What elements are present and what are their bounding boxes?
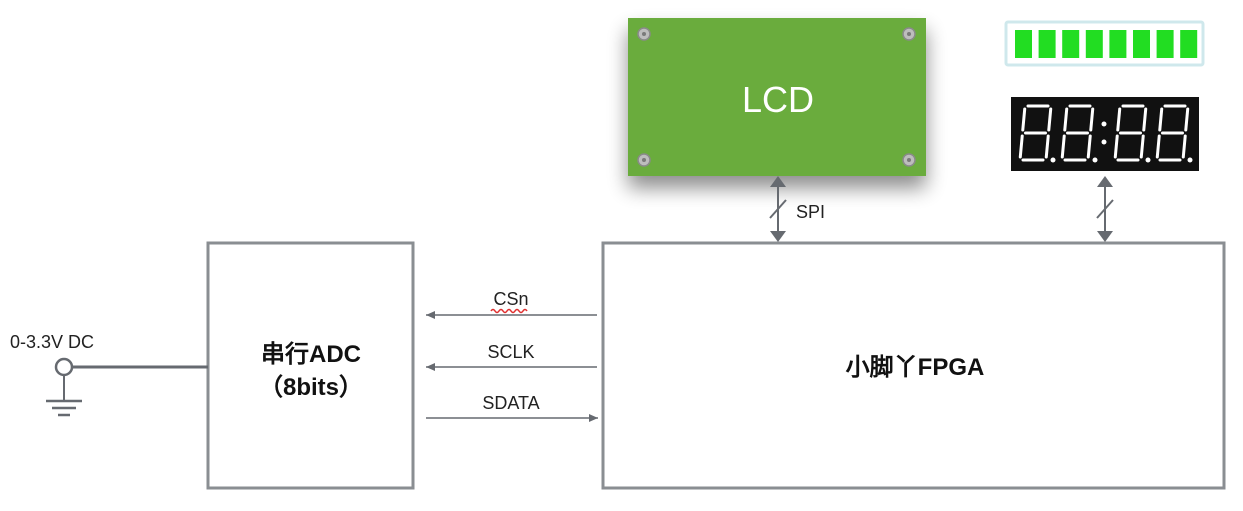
seven-seg-colon xyxy=(1101,139,1107,145)
seven-seg-segment xyxy=(1060,134,1066,159)
sdata-label: SDATA xyxy=(482,393,539,413)
seven-seg-segment xyxy=(1018,134,1024,159)
seven-seg-segment xyxy=(1116,107,1122,132)
seven-seg-dot xyxy=(1145,157,1151,163)
arrow-up-icon xyxy=(1097,176,1113,187)
led-segment xyxy=(1085,30,1103,58)
lcd-mount-holes xyxy=(637,27,916,167)
seven-seg-segment xyxy=(1089,107,1095,132)
dc-input-label: 0-3.3V DC xyxy=(10,332,94,352)
seven-seg-colon xyxy=(1101,121,1107,127)
lcd-board xyxy=(628,18,926,176)
seven-seg-segment xyxy=(1181,134,1187,159)
bus-slash-icon xyxy=(769,199,787,219)
analog-input-source xyxy=(46,357,208,417)
fpga-label: 小脚丫FPGA xyxy=(846,354,985,381)
seven-seg-segment xyxy=(1113,134,1119,159)
seven-seg-dot xyxy=(1187,157,1193,163)
seven-seg-segment xyxy=(1047,107,1053,132)
seven-seg-digits xyxy=(1018,104,1193,163)
led-bar xyxy=(1004,20,1205,67)
fpga-block xyxy=(601,241,1226,490)
input-terminal-icon xyxy=(54,357,74,377)
seven-seg-segment xyxy=(1139,134,1145,159)
seven-seg-dot xyxy=(1050,157,1056,163)
seven-seg-segment xyxy=(1184,107,1190,132)
led-segment xyxy=(1015,30,1032,58)
lcd-label: LCD xyxy=(742,79,814,120)
seven-seg-segment xyxy=(1155,134,1161,159)
seven-seg-segment xyxy=(1044,134,1050,159)
led-segment xyxy=(1180,30,1198,58)
seven-seg-dot xyxy=(1092,157,1098,163)
arrow-down-icon xyxy=(770,231,786,242)
display-bus xyxy=(1096,176,1114,242)
seven-seg-segment xyxy=(1021,107,1027,132)
led-segment xyxy=(1133,30,1150,58)
arrow-up-icon xyxy=(770,176,786,187)
led-segment xyxy=(1156,30,1174,58)
led-segment xyxy=(1038,30,1056,58)
seven-seg-segment xyxy=(1086,134,1092,159)
seven-segment-display xyxy=(1011,97,1199,171)
spi-bus xyxy=(769,176,787,242)
seven-seg-segment xyxy=(1158,107,1164,132)
led-segment xyxy=(1062,30,1080,58)
seven-seg-segment xyxy=(1063,107,1069,132)
csn-label: CSn xyxy=(493,289,528,309)
spi-label: SPI xyxy=(796,202,825,222)
bus-slash-icon xyxy=(1096,199,1114,219)
seven-seg-segment xyxy=(1142,107,1148,132)
lcd-module xyxy=(628,18,926,176)
adc-bits: （8bits） xyxy=(259,374,363,401)
spellcheck-underline xyxy=(490,308,528,314)
sclk-label: SCLK xyxy=(487,342,534,362)
arrow-down-icon xyxy=(1097,231,1113,242)
adc-title: 串行ADC xyxy=(261,340,361,368)
led-segment xyxy=(1109,30,1127,58)
led-bar-segments xyxy=(1015,30,1198,58)
